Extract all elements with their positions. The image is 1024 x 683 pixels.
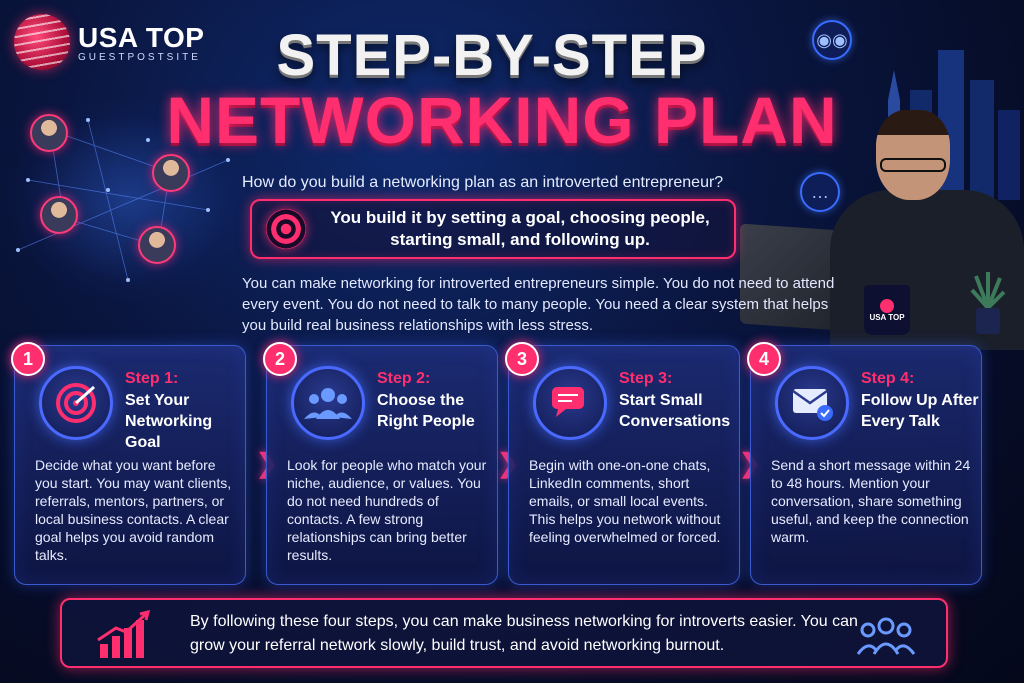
group-bubble-icon: ◉◉ — [812, 20, 852, 60]
growth-chart-icon — [96, 609, 156, 660]
avatar — [152, 154, 190, 192]
people-icon — [291, 366, 365, 440]
step-title: Choose the Right People — [377, 392, 475, 430]
mug-illustration: USA TOP — [864, 285, 910, 335]
step-description: Decide what you want before you start. Y… — [35, 457, 232, 563]
plant-illustration — [968, 268, 1008, 334]
step-title: Follow Up After Every Talk — [861, 392, 979, 430]
step-number: 4 — [747, 342, 781, 376]
page-title-line2: NETWORKING PLAN — [166, 83, 838, 157]
answer-box: You build it by setting a goal, choosing… — [250, 199, 736, 259]
avatar — [40, 196, 78, 234]
summary-text: By following these four steps, you can m… — [190, 613, 858, 654]
page-title-line1: STEP-BY-STEP — [276, 23, 708, 88]
chat-bubble-icon: … — [800, 172, 840, 212]
step-card-3: 3 Step 3: Start Small Conversations Begi… — [505, 342, 740, 585]
step-card-1: 1 Step 1: Set Your Networking Goal Decid… — [11, 342, 246, 585]
step-label: Step 3: — [619, 370, 673, 387]
step-description: Send a short message within 24 to 48 hou… — [771, 457, 971, 545]
step-card-2: 2 Step 2: Choose the Right People Look f… — [263, 342, 498, 585]
intro-paragraph: You can make networking for introverted … — [242, 275, 835, 334]
group-icon — [856, 614, 916, 658]
chat-icon — [533, 366, 607, 440]
avatar — [30, 114, 68, 152]
brand-logo: USA TOP GUESTPOSTSITE — [14, 14, 204, 70]
target-icon — [39, 366, 113, 440]
step-label: Step 4: — [861, 370, 915, 387]
mug-label: USA TOP — [869, 312, 905, 322]
target-icon — [266, 209, 306, 249]
summary-box: By following these four steps, you can m… — [60, 598, 948, 668]
avatar — [138, 226, 176, 264]
step-number: 2 — [263, 342, 297, 376]
question-text: How do you build a networking plan as an… — [242, 174, 724, 191]
brand-name: USA TOP — [78, 21, 205, 53]
step-number: 1 — [11, 342, 45, 376]
step-label: Step 1: — [125, 370, 179, 387]
step-description: Begin with one-on-one chats, LinkedIn co… — [529, 457, 721, 545]
step-description: Look for people who match your niche, au… — [287, 457, 487, 563]
brand-tagline: GUESTPOSTSITE — [78, 51, 201, 63]
step-number: 3 — [505, 342, 539, 376]
answer-text: You build it by setting a goal, choosing… — [330, 208, 710, 249]
step-label: Step 2: — [377, 370, 431, 387]
step-title: Set Your Networking Goal — [125, 392, 213, 451]
step-title: Start Small Conversations — [619, 392, 731, 430]
mail-check-icon — [775, 366, 849, 440]
globe-icon — [14, 14, 70, 70]
step-card-4: 4 Step 4: Follow Up After Every Talk Sen… — [747, 342, 982, 585]
